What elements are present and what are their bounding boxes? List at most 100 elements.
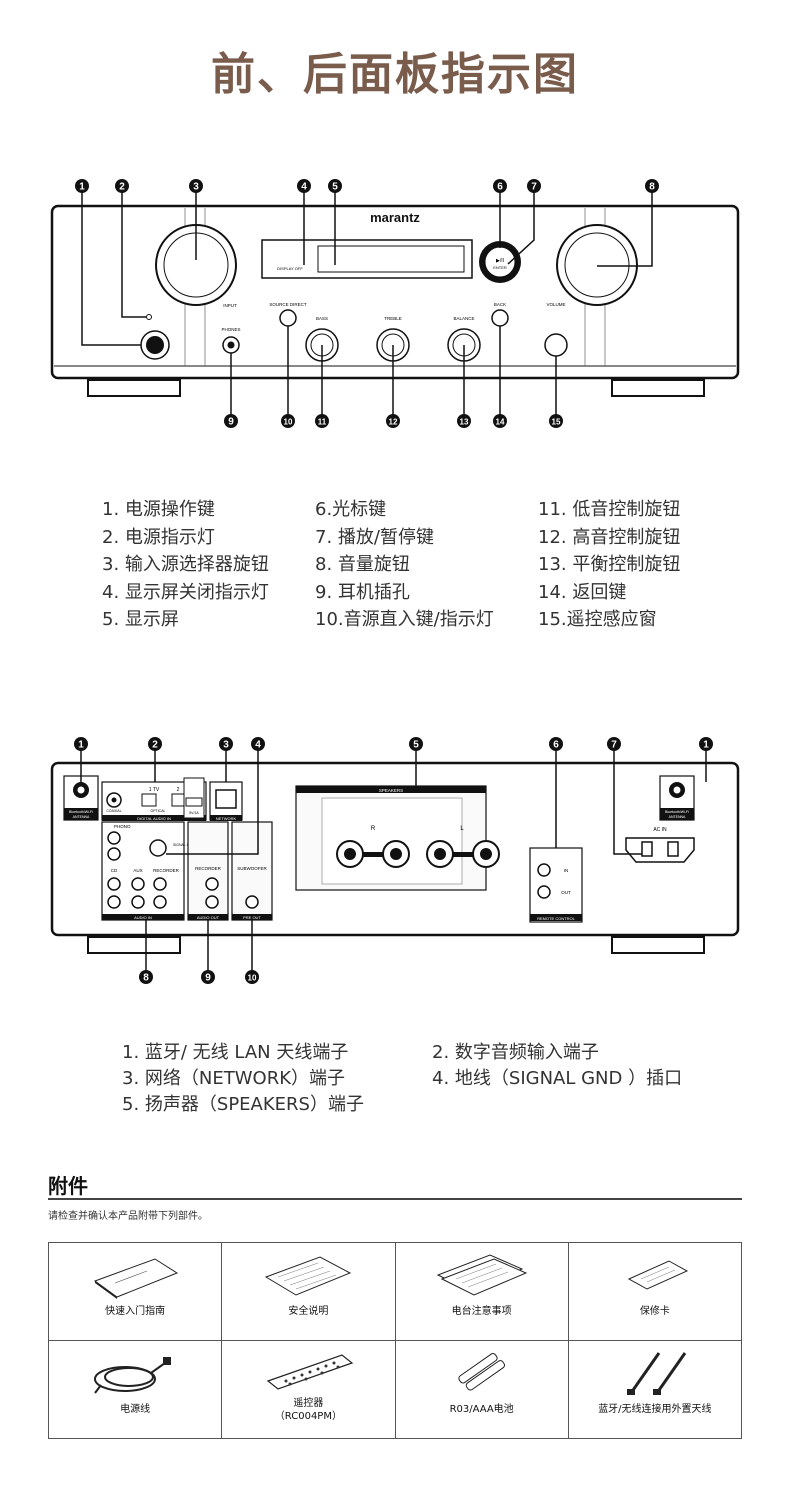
list-item: 1. 电源操作键 xyxy=(102,499,215,520)
accessory-cell: 电源线 xyxy=(47,1340,223,1439)
accessories-note: 请检查并确认本产品附带下列部件。 xyxy=(48,1211,208,1222)
tv-label: 1 TV xyxy=(149,787,160,793)
accessory-label: 蓝牙/无线连接用外置天线 xyxy=(598,1404,712,1415)
sheet-icon xyxy=(265,1256,352,1296)
cd-label: CD xyxy=(111,868,118,873)
back-button[interactable] xyxy=(491,309,509,327)
input-label: INPUT xyxy=(223,303,237,308)
front-list-col2: 6.光标键 7. 播放/暂停键 8. 音量旋钮 9. 耳机插孔 10.音源直入键… xyxy=(315,496,494,634)
enter-label: ENTER xyxy=(493,265,507,270)
recorder-out-r-jack[interactable] xyxy=(205,895,219,909)
cd-r-jack[interactable] xyxy=(107,895,121,909)
callout-marker xyxy=(549,414,563,428)
recorder-in-label: RECORDER xyxy=(153,868,180,873)
stacked-sheets-icon xyxy=(436,1254,527,1296)
callout-number: 3 xyxy=(193,182,199,193)
phono-r-jack[interactable] xyxy=(107,847,121,861)
rear-list-col2: 2. 数字音频输入端子 4. 地线（SIGNAL GND ）插口 xyxy=(432,1040,682,1092)
callout-number: 13 xyxy=(460,418,469,427)
foot-left xyxy=(87,936,181,954)
callout-number: 3 xyxy=(223,740,229,751)
callout-marker xyxy=(493,179,507,193)
callout-marker xyxy=(224,414,238,428)
callout-marker xyxy=(315,414,329,428)
subwoofer-jack[interactable] xyxy=(245,895,259,909)
callout-marker xyxy=(251,737,265,751)
callout-marker xyxy=(75,179,89,193)
speakers-l-label: L xyxy=(460,826,464,832)
front-list-col1: 1. 电源操作键 2. 电源指示灯 3. 输入源选择器旋钮 4. 显示屏关闭指示… xyxy=(102,496,269,634)
ac-in-label: AC IN xyxy=(653,827,667,833)
callout-marker xyxy=(245,970,259,984)
recorder-in-l-jack[interactable] xyxy=(153,877,167,891)
battery-icon xyxy=(457,1353,505,1391)
recorder-out-l-jack[interactable] xyxy=(205,877,219,891)
accessory-cell: 遥控器 （RC004PM） xyxy=(221,1340,396,1439)
rear-panel-diagram: Bluetooth/Wi-Fi ANTENNA Bluetooth/Wi-Fi … xyxy=(50,737,740,984)
accessory-label: R03/AAA电池 xyxy=(449,1404,514,1415)
usb-port[interactable] xyxy=(185,797,203,807)
balance-label: BALANCE xyxy=(453,316,474,321)
callout-marker xyxy=(219,737,233,751)
remote-sensor xyxy=(544,333,568,357)
optical-1-jack[interactable] xyxy=(141,793,157,807)
list-item: 8. 音量旋钮 xyxy=(315,554,410,575)
signal-gnd-label: SIGNAL GND xyxy=(173,843,195,847)
subwoofer-label: SUBWOOFER xyxy=(237,866,267,871)
antenna-label: Bluetooth/Wi-Fi xyxy=(665,810,689,814)
aux-r-jack[interactable] xyxy=(131,895,145,909)
section-divider xyxy=(48,1198,742,1200)
remote-out-label: OUT xyxy=(561,890,571,895)
callout-number: 1 xyxy=(703,740,709,751)
aux-l-jack[interactable] xyxy=(131,877,145,891)
callout-number: 7 xyxy=(611,740,617,751)
front-panel-diagram: marantz DISPLAY OFF ▶/II ENTER INPUT PHO… xyxy=(50,179,740,428)
accessory-cell: 蓝牙/无线连接用外置天线 xyxy=(567,1340,743,1439)
list-item: 9. 耳机插孔 xyxy=(315,581,410,603)
list-item: 1. 蓝牙/ 无线 LAN 天线端子 xyxy=(122,1042,349,1063)
remote-in-jack[interactable] xyxy=(537,863,551,877)
recorder-in-r-jack[interactable] xyxy=(153,895,167,909)
power-indicator xyxy=(146,314,152,320)
list-item: 10.音源直入键/指示灯 xyxy=(315,609,494,630)
page-title: 前、后面板指示图 xyxy=(211,49,579,100)
accessories-table: 快速入门指南 安全说明 电台注意事项 xyxy=(47,1242,743,1439)
remote-out-jack[interactable] xyxy=(537,885,551,899)
accessory-cell: 安全说明 xyxy=(221,1242,396,1341)
list-item: 7. 播放/暂停键 xyxy=(315,526,434,548)
display-off-label: DISPLAY OFF xyxy=(277,266,303,271)
callout-number: 1 xyxy=(78,740,84,751)
network-port[interactable] xyxy=(215,789,237,809)
signal-gnd-terminal[interactable] xyxy=(149,839,167,857)
list-item: 15.遥控感应窗 xyxy=(538,609,657,630)
callout-number: 5 xyxy=(332,182,338,193)
aux-label: AUX xyxy=(133,868,142,873)
accessory-label: 电源线 xyxy=(120,1404,151,1415)
accessory-label: 电台注意事项 xyxy=(451,1306,512,1317)
network-label: NETWORK xyxy=(216,816,237,821)
volume-label: VOLUME xyxy=(546,302,565,307)
phones-label: PHONES xyxy=(221,327,240,332)
ac-inlet[interactable] xyxy=(625,837,695,863)
list-item: 11. 低音控制旋钮 xyxy=(538,499,681,520)
callout-number: 4 xyxy=(255,740,261,751)
foot-right xyxy=(611,936,705,954)
accessory-cell: 快速入门指南 xyxy=(47,1242,223,1341)
audio-out-label: AUDIO OUT xyxy=(197,915,220,920)
cd-l-jack[interactable] xyxy=(107,877,121,891)
callout-marker xyxy=(74,737,88,751)
callout-marker xyxy=(699,737,713,751)
audio-in-label: AUDIO IN xyxy=(134,915,152,920)
callout-marker xyxy=(549,737,563,751)
list-item: 3. 网络（NETWORK）端子 xyxy=(122,1068,346,1089)
list-item: 2. 电源指示灯 xyxy=(102,526,215,548)
power-cord-icon xyxy=(94,1357,172,1394)
optical-label: OPTICAL xyxy=(151,809,166,813)
callout-marker xyxy=(409,737,423,751)
phono-l-jack[interactable] xyxy=(107,831,121,845)
foot-right xyxy=(611,379,705,397)
callout-marker xyxy=(328,179,342,193)
callout-number: 6 xyxy=(553,740,559,751)
play-pause-label: ▶/II xyxy=(496,258,504,264)
source-direct-button[interactable] xyxy=(279,309,297,327)
